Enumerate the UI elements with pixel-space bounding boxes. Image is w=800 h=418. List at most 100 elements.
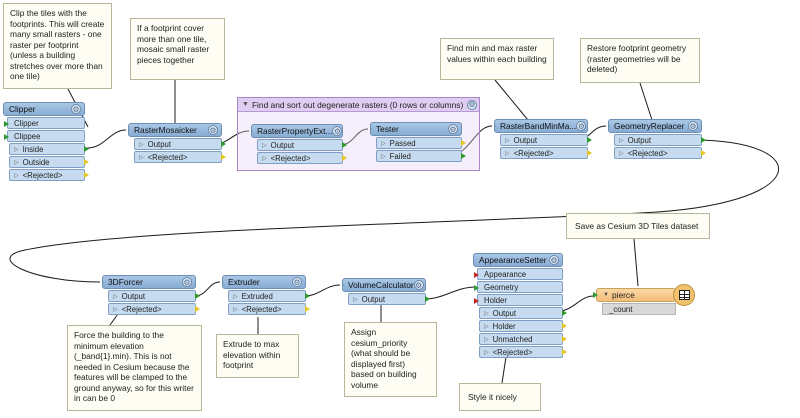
output-port-rejected[interactable]: ▷<Rejected>	[500, 147, 592, 159]
transformer-header[interactable]: Tester⚙	[370, 122, 462, 136]
port-label: Clippee	[14, 131, 41, 141]
gear-icon[interactable]: ⚙	[332, 126, 342, 136]
transformer-appearancesetter[interactable]: AppearanceSetter⚙ Appearance Geometry Ho…	[473, 253, 567, 358]
input-port-holder[interactable]: Holder	[474, 294, 563, 306]
gear-icon[interactable]: ⚙	[467, 99, 477, 110]
wire-clipper-mosaicker	[86, 129, 127, 149]
transformer-name: RasterPropertyExt...	[257, 126, 333, 136]
output-port-rejected[interactable]: ▷<Rejected>	[614, 147, 706, 159]
port-arrow-icon: ▷	[381, 153, 386, 160]
output-port-output[interactable]: ▷Output	[479, 307, 567, 319]
port-arrow-icon: ▷	[139, 141, 144, 148]
output-port-outside[interactable]: ▷Outside	[9, 156, 89, 168]
transformer-header[interactable]: 3DForcer⚙	[102, 275, 196, 289]
port-label: Extruded	[241, 291, 273, 301]
output-port-passed[interactable]: ▷Passed	[376, 137, 466, 149]
transformer-header[interactable]: VolumeCalculator⚙	[342, 278, 426, 292]
transformer-header[interactable]: Clipper⚙	[3, 102, 85, 116]
gear-icon[interactable]: ⚙	[688, 121, 698, 131]
port-label: Passed	[389, 138, 416, 148]
output-port-output[interactable]: ▷Output	[257, 139, 347, 151]
output-port-output[interactable]: ▷Output	[134, 138, 226, 150]
writer-attribute: _count	[602, 303, 676, 315]
output-port-failed[interactable]: ▷Failed	[376, 150, 466, 162]
output-port-marker	[221, 154, 226, 160]
transformer-tester[interactable]: Tester⚙ ▷Passed ▷Failed	[370, 122, 466, 162]
transformer-header[interactable]: RasterBandMinMa...⚙	[494, 119, 588, 133]
input-port-geometry[interactable]: Geometry	[474, 281, 563, 293]
input-port-clipper[interactable]: Clipper	[4, 117, 85, 129]
transformer-3dforcer[interactable]: 3DForcer⚙ ▷Output ▷<Rejected>	[102, 275, 200, 315]
writer-pierce[interactable]: ▼pierce _count	[593, 288, 676, 315]
transformer-rasterbandminmaxextractor[interactable]: RasterBandMinMa...⚙ ▷Output ▷<Rejected>	[494, 119, 592, 159]
output-port-marker	[587, 150, 592, 156]
output-port-marker	[461, 140, 466, 146]
output-port-rejected[interactable]: ▷<Rejected>	[479, 346, 567, 358]
output-port-unmatched[interactable]: ▷Unmatched	[479, 333, 567, 345]
port-arrow-icon: ▷	[381, 140, 386, 147]
port-label: Output	[270, 140, 295, 150]
writer-header[interactable]: ▼pierce	[593, 288, 676, 302]
transformer-rastermosaicker[interactable]: RasterMosaicker⚙ ▷Output ▷<Rejected>	[128, 123, 226, 163]
output-port-rejected[interactable]: ▷<Rejected>	[134, 151, 226, 163]
output-port-extruded[interactable]: ▷Extruded	[228, 290, 310, 302]
output-port-rejected[interactable]: ▷<Rejected>	[108, 303, 200, 315]
input-port-marker	[474, 298, 479, 304]
input-port-marker	[252, 128, 253, 134]
port-label: Appearance	[484, 269, 527, 279]
collapse-triangle-icon[interactable]: ▼	[603, 292, 609, 298]
input-port-marker	[223, 279, 224, 285]
output-port-marker	[342, 142, 347, 148]
bookmark-title: Find and sort out degenerate rasters (0 …	[251, 99, 464, 110]
transformer-geometryreplacer[interactable]: GeometryReplacer⚙ ▷Output ▷<Rejected>	[608, 119, 706, 159]
bookmark-header[interactable]: ▼ Find and sort out degenerate rasters (…	[238, 98, 479, 112]
output-port-rejected[interactable]: ▷<Rejected>	[9, 169, 89, 181]
port-label: Output	[513, 135, 538, 145]
transformer-header[interactable]: AppearanceSetter⚙	[473, 253, 563, 267]
input-port-appearance[interactable]: Appearance	[474, 268, 563, 280]
output-port-rejected[interactable]: ▷<Rejected>	[228, 303, 310, 315]
gear-icon[interactable]: ⚙	[413, 280, 424, 290]
transformer-header[interactable]: RasterMosaicker⚙	[128, 123, 222, 137]
gear-icon[interactable]: ⚙	[576, 121, 587, 131]
transformer-volumecalculator[interactable]: VolumeCalculator⚙ ▷Output	[342, 278, 430, 305]
input-port-marker	[474, 285, 479, 291]
gear-icon[interactable]: ⚙	[292, 277, 302, 287]
output-port-output[interactable]: ▷Output	[108, 290, 200, 302]
gear-icon[interactable]: ⚙	[448, 124, 458, 134]
attribute-label: _count	[609, 304, 633, 314]
port-label: <Rejected>	[513, 148, 554, 158]
transformer-header[interactable]: RasterPropertyExt...⚙	[251, 124, 343, 138]
wire-volcalc-appearance	[423, 286, 477, 300]
transformer-header[interactable]: Extruder⚙	[222, 275, 306, 289]
output-port-rejected[interactable]: ▷<Rejected>	[257, 152, 347, 164]
port-arrow-icon: ▷	[484, 323, 489, 330]
port-arrow-icon: ▷	[484, 349, 489, 356]
gear-icon[interactable]: ⚙	[208, 125, 218, 135]
cesium-writer-icon[interactable]	[673, 284, 695, 306]
writer-name: pierce	[611, 290, 635, 300]
port-label: Output	[121, 291, 146, 301]
input-port-clippee[interactable]: Clippee	[4, 130, 85, 142]
output-port-output[interactable]: ▷Output	[614, 134, 706, 146]
callout-minmax: Find min and max raster values within ea…	[440, 38, 554, 80]
port-label: Failed	[389, 151, 411, 161]
output-port-marker	[84, 159, 89, 165]
port-label: Output	[147, 139, 172, 149]
gear-icon[interactable]: ⚙	[549, 255, 559, 265]
output-port-output[interactable]: ▷Output	[500, 134, 592, 146]
transformer-clipper[interactable]: Clipper⚙ Clipper Clippee ▷Inside ▷Outsid…	[3, 102, 89, 181]
port-arrow-icon: ▷	[262, 155, 267, 162]
output-port-inside[interactable]: ▷Inside	[9, 143, 89, 155]
transformer-extruder[interactable]: Extruder⚙ ▷Extruded ▷<Rejected>	[222, 275, 310, 315]
collapse-triangle-icon[interactable]: ▼	[242, 101, 249, 108]
output-port-output[interactable]: ▷Output	[348, 293, 430, 305]
output-port-holder[interactable]: ▷Holder	[479, 320, 567, 332]
port-label: <Rejected>	[241, 304, 282, 314]
gear-icon[interactable]: ⚙	[182, 277, 192, 287]
output-port-marker	[425, 296, 430, 302]
transformer-name: AppearanceSetter	[479, 255, 547, 265]
transformer-header[interactable]: GeometryReplacer⚙	[608, 119, 702, 133]
transformer-rasterpropertyextractor[interactable]: RasterPropertyExt...⚙ ▷Output ▷<Rejected…	[251, 124, 347, 164]
gear-icon[interactable]: ⚙	[71, 104, 81, 114]
